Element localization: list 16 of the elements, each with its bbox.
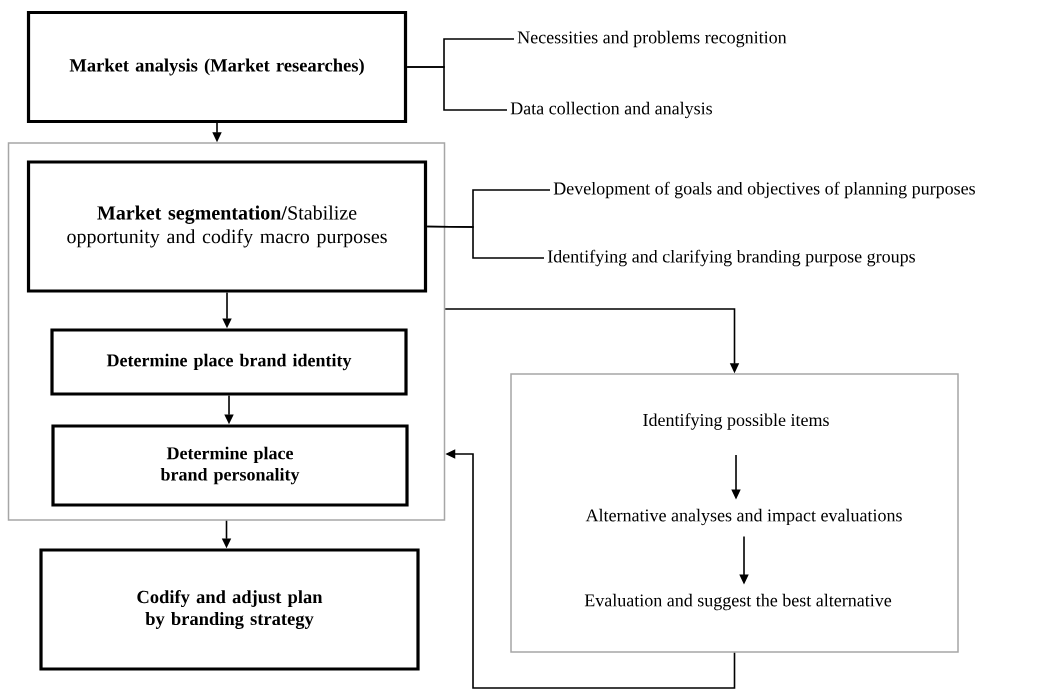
step-text: Necessities and problems recognition bbox=[517, 30, 787, 48]
step-text: Alternative analyses and impact evaluations bbox=[585, 508, 902, 526]
process-box: Market analysis (Market researches) bbox=[26, 10, 408, 124]
step-text: Identifying possible items bbox=[643, 413, 829, 430]
process-box: Determine place brand identity bbox=[50, 328, 408, 396]
step-text: Development of goals and objectives of planning purposes bbox=[553, 181, 975, 199]
step-text: Data collection and analysis bbox=[510, 101, 712, 119]
process-box: Codify and adjust plan by branding strategy bbox=[39, 548, 420, 671]
group-frame bbox=[510, 373, 959, 653]
process-box: Determine place brand personality bbox=[51, 424, 409, 507]
process-box: Market segmentation/Stabilize opportunity and codify macro purposes bbox=[26, 160, 428, 293]
step-text: Identifying and clarifying branding purpose groups bbox=[547, 249, 915, 267]
group-frame bbox=[7, 142, 446, 521]
connector-line bbox=[426, 225, 545, 259]
connector-line bbox=[406, 66, 508, 111]
step-text: Evaluation and suggest the best alternative bbox=[584, 593, 892, 611]
